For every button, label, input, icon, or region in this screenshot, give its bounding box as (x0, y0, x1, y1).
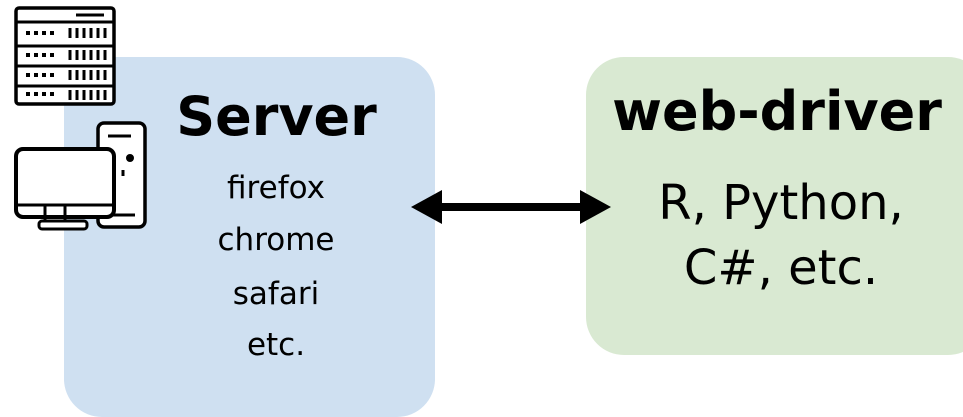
server-box (64, 57, 435, 417)
web-driver-title: web-driver (612, 80, 942, 143)
browser-item-etc: etc. (246, 327, 306, 363)
browser-item-firefox: firefox (227, 170, 325, 206)
browser-item-safari: safari (232, 276, 320, 312)
language-line-1: R, Python, (658, 175, 904, 231)
double-arrow-connector (411, 190, 611, 224)
web-driver-box (586, 57, 963, 355)
server-rack-icon (14, 6, 116, 106)
language-line-2: C#, etc. (683, 240, 879, 296)
server-title: Server (176, 85, 377, 148)
browser-item-chrome: chrome (217, 222, 335, 258)
desktop-computer-icon (14, 121, 147, 231)
